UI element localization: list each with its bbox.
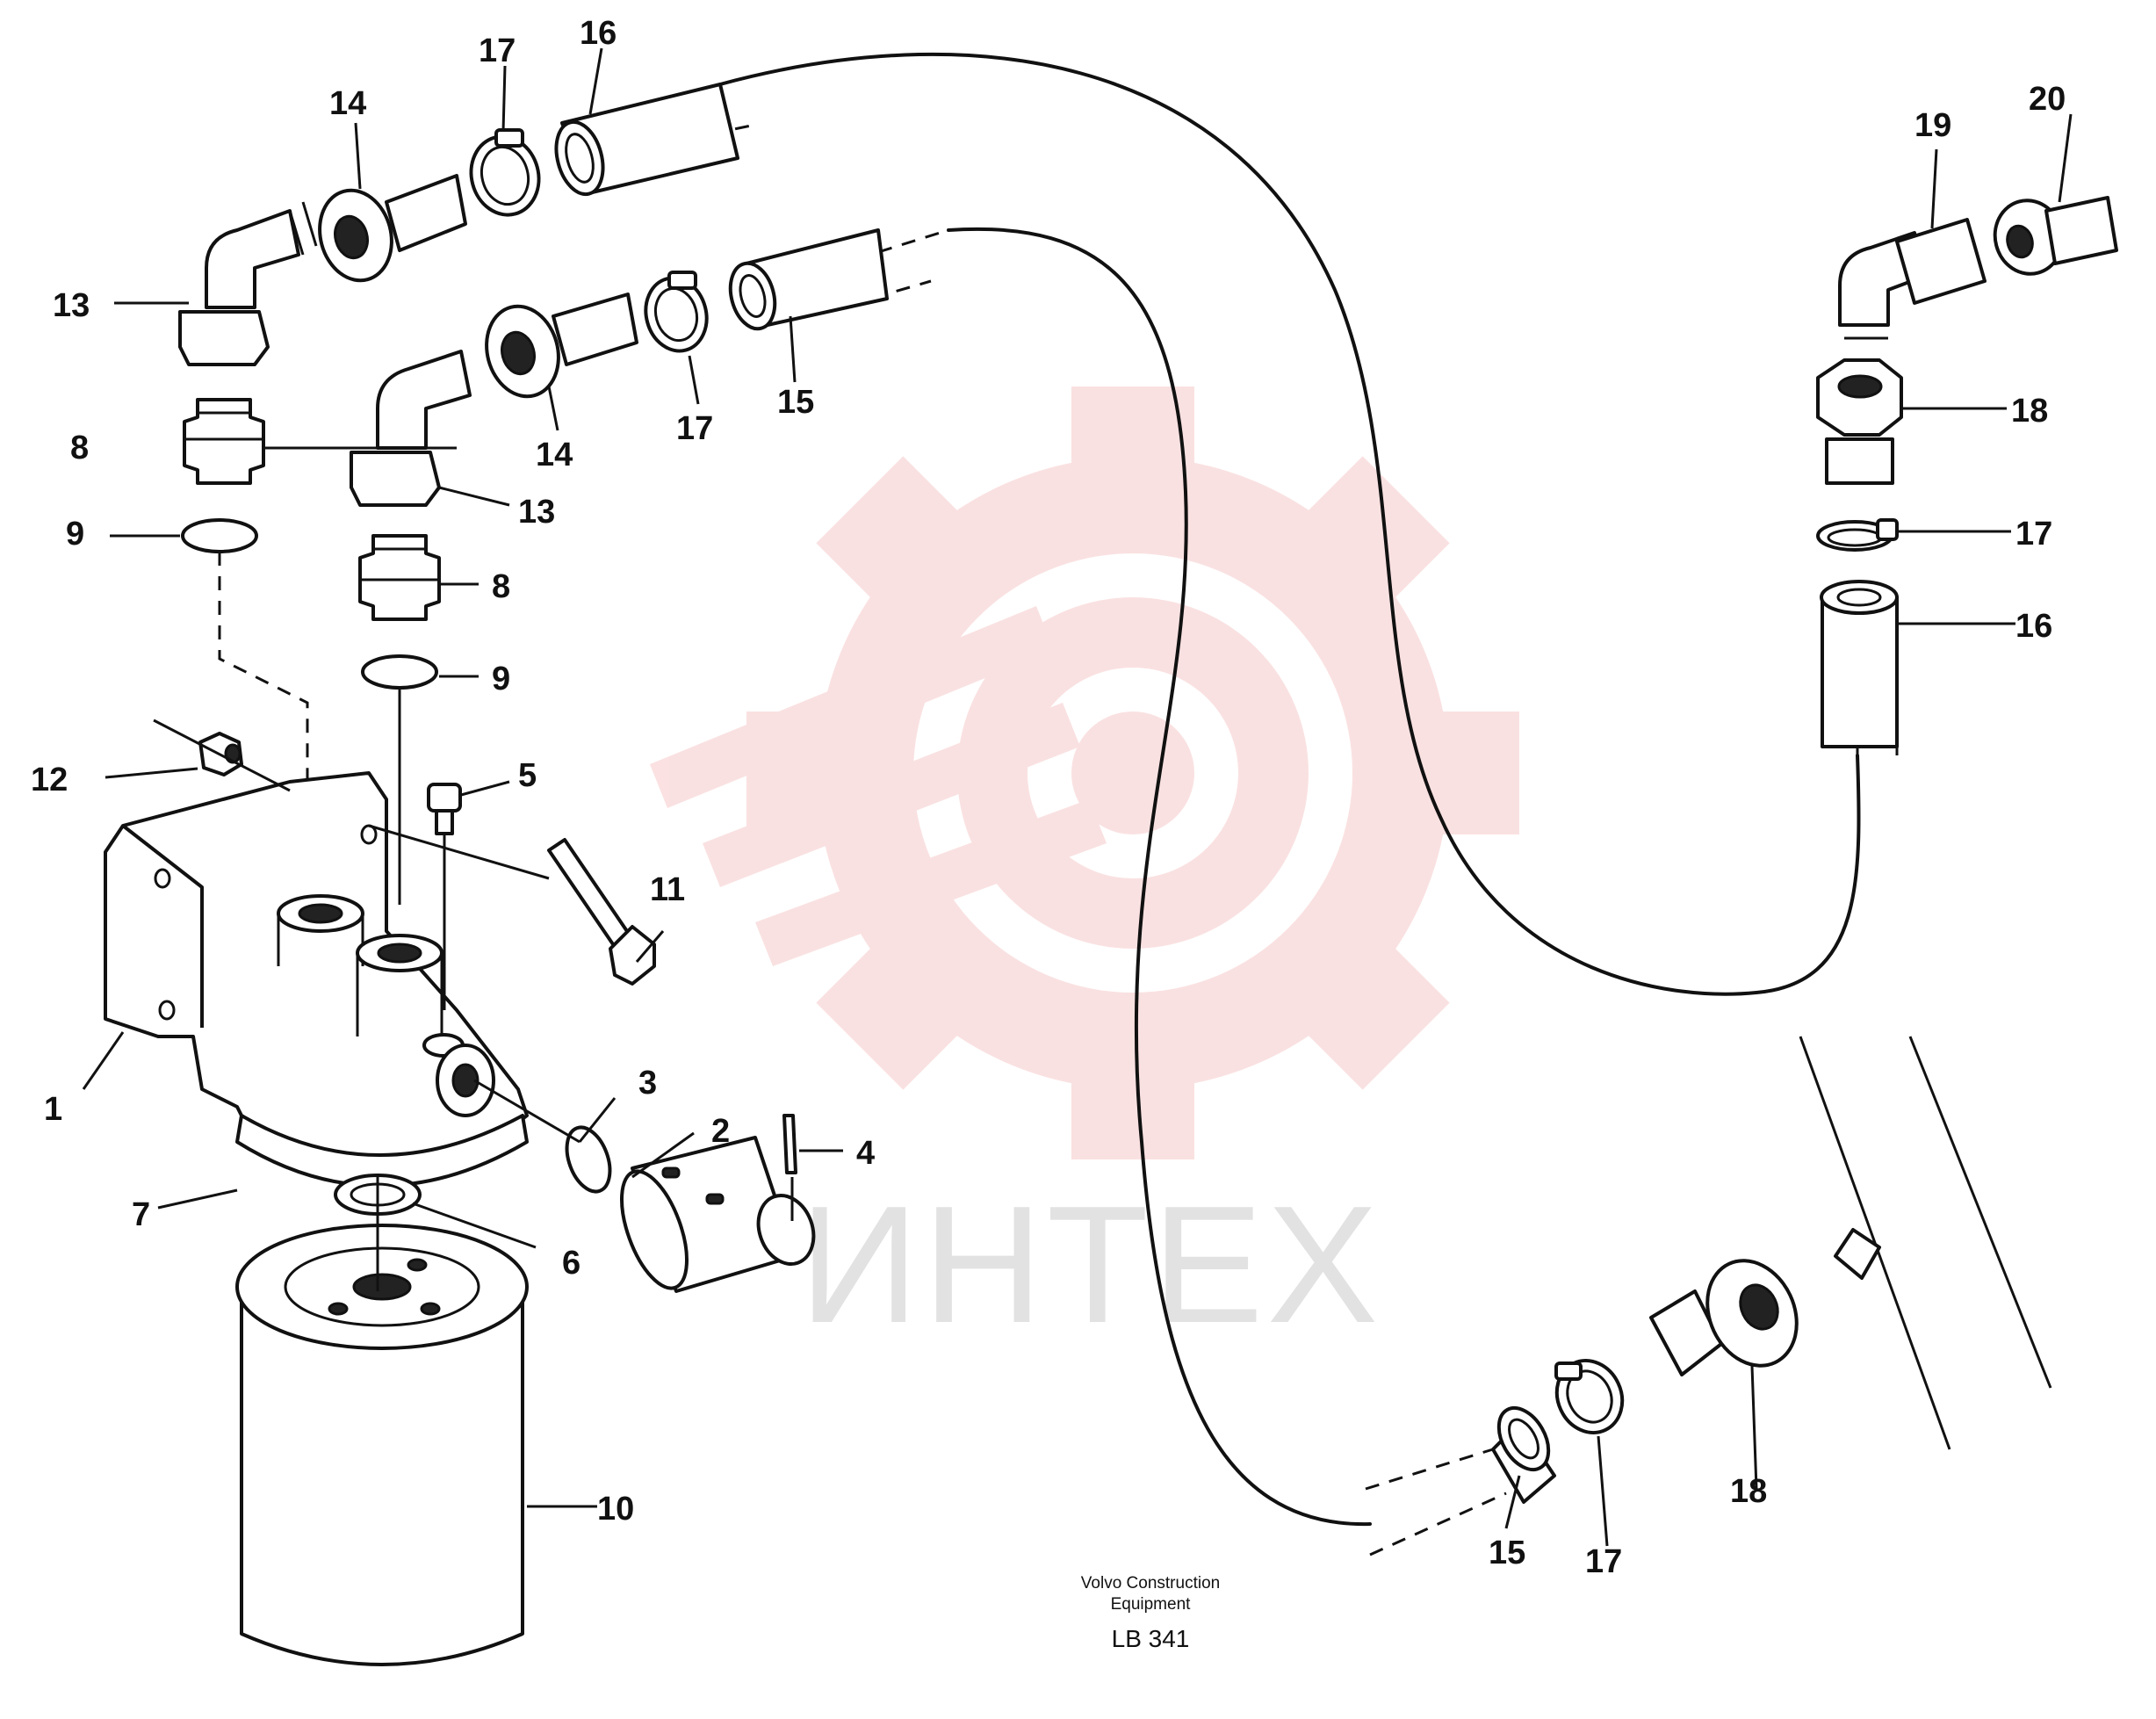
figure-caption: Volvo Construction Equipment LB 341 (1081, 1574, 1220, 1652)
part-number-17d: 17 (1585, 1543, 1622, 1580)
part-number-20: 20 (2029, 81, 2066, 118)
part-number-7: 7 (132, 1196, 150, 1233)
oil-filter-10 (235, 1224, 529, 1666)
valve-piston-2 (620, 1136, 816, 1293)
hose-lines (596, 52, 1899, 1556)
part-number-4: 4 (856, 1135, 875, 1172)
part-number-8b: 8 (492, 568, 510, 605)
elbow-19 (1838, 218, 1987, 340)
part-number-17b: 17 (676, 410, 713, 447)
part-number-13b: 13 (518, 494, 555, 531)
assembly-line-3 (473, 1079, 580, 1144)
figure-code: LB 341 (1112, 1625, 1190, 1652)
screw-5 (427, 783, 462, 835)
part-number-18a: 18 (2011, 393, 2048, 430)
nipple-8a (183, 398, 265, 485)
adapter-20 (1993, 196, 2118, 276)
part-number-19: 19 (1914, 107, 1951, 144)
frame-rails (1799, 1036, 2052, 1450)
hose-clamp-17a (469, 128, 541, 217)
elbow-13a (178, 201, 318, 366)
elbow-13b (350, 350, 472, 507)
hose-clamp-17b (644, 271, 709, 353)
part-number-1: 1 (44, 1091, 62, 1128)
part-number-3: 3 (638, 1065, 657, 1101)
part-number-12: 12 (31, 762, 68, 798)
swivel-nut-14a (318, 174, 467, 283)
part-number-labels: 1 2 3 4 5 6 7 8 8 9 9 10 11 12 13 13 14 … (31, 15, 2066, 1580)
part-number-10: 10 (597, 1491, 634, 1528)
hose-segment-15-top (728, 228, 889, 331)
part-number-13a: 13 (53, 287, 90, 324)
leader-lines (82, 47, 2073, 1547)
part-number-5: 5 (518, 757, 537, 794)
watermark-gear-logo (650, 386, 1519, 1159)
part-number-9b: 9 (492, 661, 510, 697)
nipple-8b (358, 534, 441, 621)
part-number-18b: 18 (1730, 1473, 1767, 1510)
seal-ring-3 (565, 1125, 612, 1194)
swivel-nut-18-right (1816, 358, 1903, 485)
part-number-16b: 16 (2015, 608, 2052, 645)
seal-ring-9b (361, 654, 438, 690)
hose-clamp-17c (1816, 518, 1899, 552)
assembly-line-11 (368, 824, 550, 880)
part-number-11: 11 (650, 871, 685, 908)
swivel-nut-18-bottom (1649, 1228, 1881, 1376)
part-number-17c: 17 (2015, 516, 2052, 553)
hose-segment-16-top (554, 83, 739, 197)
part-number-14a: 14 (329, 85, 366, 122)
hose-segment-15-bottom (1491, 1405, 1556, 1504)
part-number-2: 2 (711, 1113, 730, 1150)
hose-segment-16-right (1820, 580, 1899, 748)
caption-line-2: Equipment (1111, 1595, 1192, 1614)
watermark-text: ИНТЕХ (799, 1172, 1381, 1358)
part-number-9a: 9 (66, 516, 84, 553)
seal-ring-9a (181, 518, 258, 553)
swivel-nut-14b (485, 293, 638, 399)
caption-line-1: Volvo Construction (1081, 1574, 1220, 1593)
part-number-16a: 16 (580, 15, 617, 52)
part-number-8a: 8 (70, 430, 89, 466)
part-number-6: 6 (562, 1245, 580, 1282)
part-number-15b: 15 (1489, 1535, 1525, 1571)
part-number-17a: 17 (479, 33, 516, 69)
bolt-11 (547, 838, 656, 986)
pin-4 (782, 1114, 797, 1174)
hose-clamp-17d (1554, 1359, 1625, 1434)
part-number-14b: 14 (536, 437, 573, 473)
part-number-15a: 15 (777, 384, 814, 421)
filter-head-1 (104, 771, 529, 1188)
assembly-line-12 (153, 719, 291, 792)
